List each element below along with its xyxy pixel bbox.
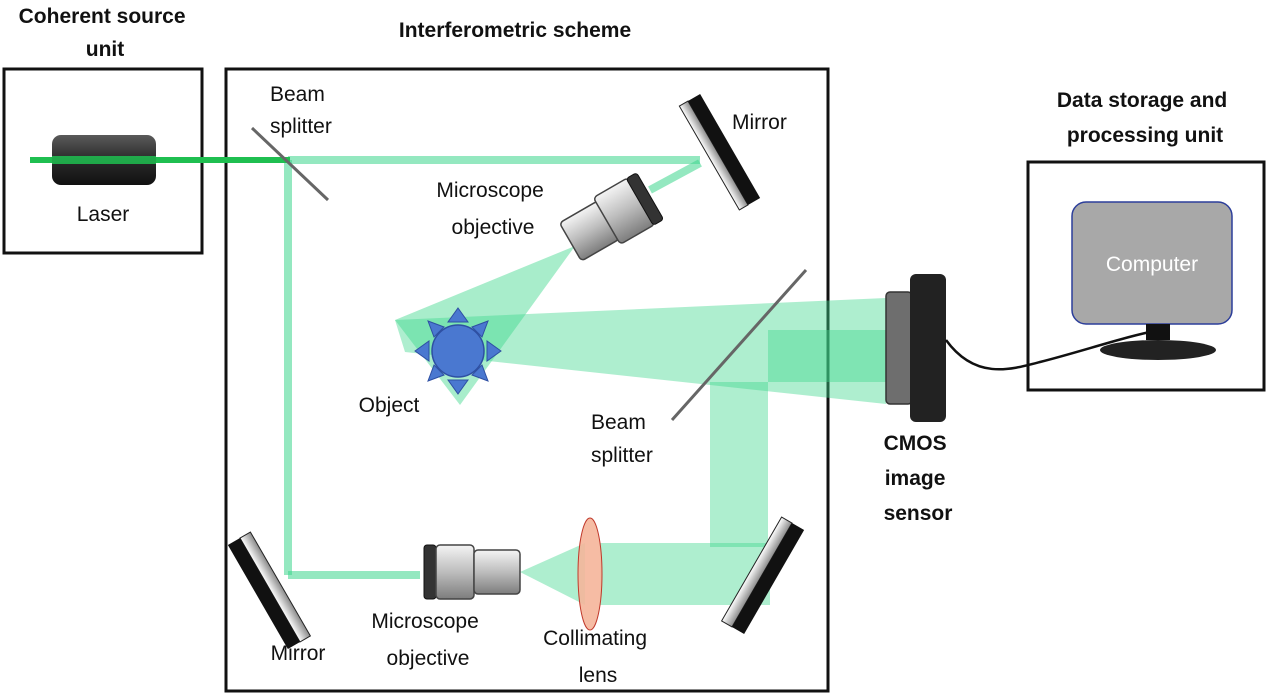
computer-base [1100,340,1216,360]
beam-splitter-1-label: Beam splitter [270,83,332,138]
microscope-objective-bottom [423,544,521,600]
interferometer-title: Interferometric scheme [399,19,631,42]
cmos-sensor-window [885,291,913,405]
microscope-objective-top [560,173,664,261]
computer-label: Computer [1106,253,1198,276]
wide-beam-path [395,298,886,605]
source-unit-title: Coherent source unit [19,5,192,61]
computer-stand [1146,324,1170,340]
mirror-bottom-right [720,516,805,634]
cmos-sensor-label: CMOS image sensor [884,432,953,525]
cmos-sensor-body [910,274,946,422]
objective-top-label: Microscope objective [436,179,549,239]
interferometer-frame [224,67,830,693]
mirror-bottom-left-label: Mirror [271,642,326,665]
beam-splitter-2 [670,269,808,421]
laser-stripe [52,156,156,164]
laser-label: Laser [77,203,130,226]
beam-splitter-2-label: Beam splitter [591,411,653,467]
reference-beam-path [284,156,702,579]
mirror-top [678,94,761,211]
collimating-lens [577,517,603,631]
mirror-top-label: Mirror [732,111,787,134]
object-label: Object [359,394,420,417]
objective-bottom-label: Microscope objective [371,610,484,670]
collimating-lens-label: Collimating lens [543,627,653,687]
mirror-bottom-left [227,531,312,649]
object-shape [414,307,502,395]
storage-unit-title: Data storage and processing unit [1057,89,1233,147]
data-cable [944,328,1161,371]
storage-unit-frame [1026,160,1266,392]
beam-splitter-1 [250,126,330,202]
